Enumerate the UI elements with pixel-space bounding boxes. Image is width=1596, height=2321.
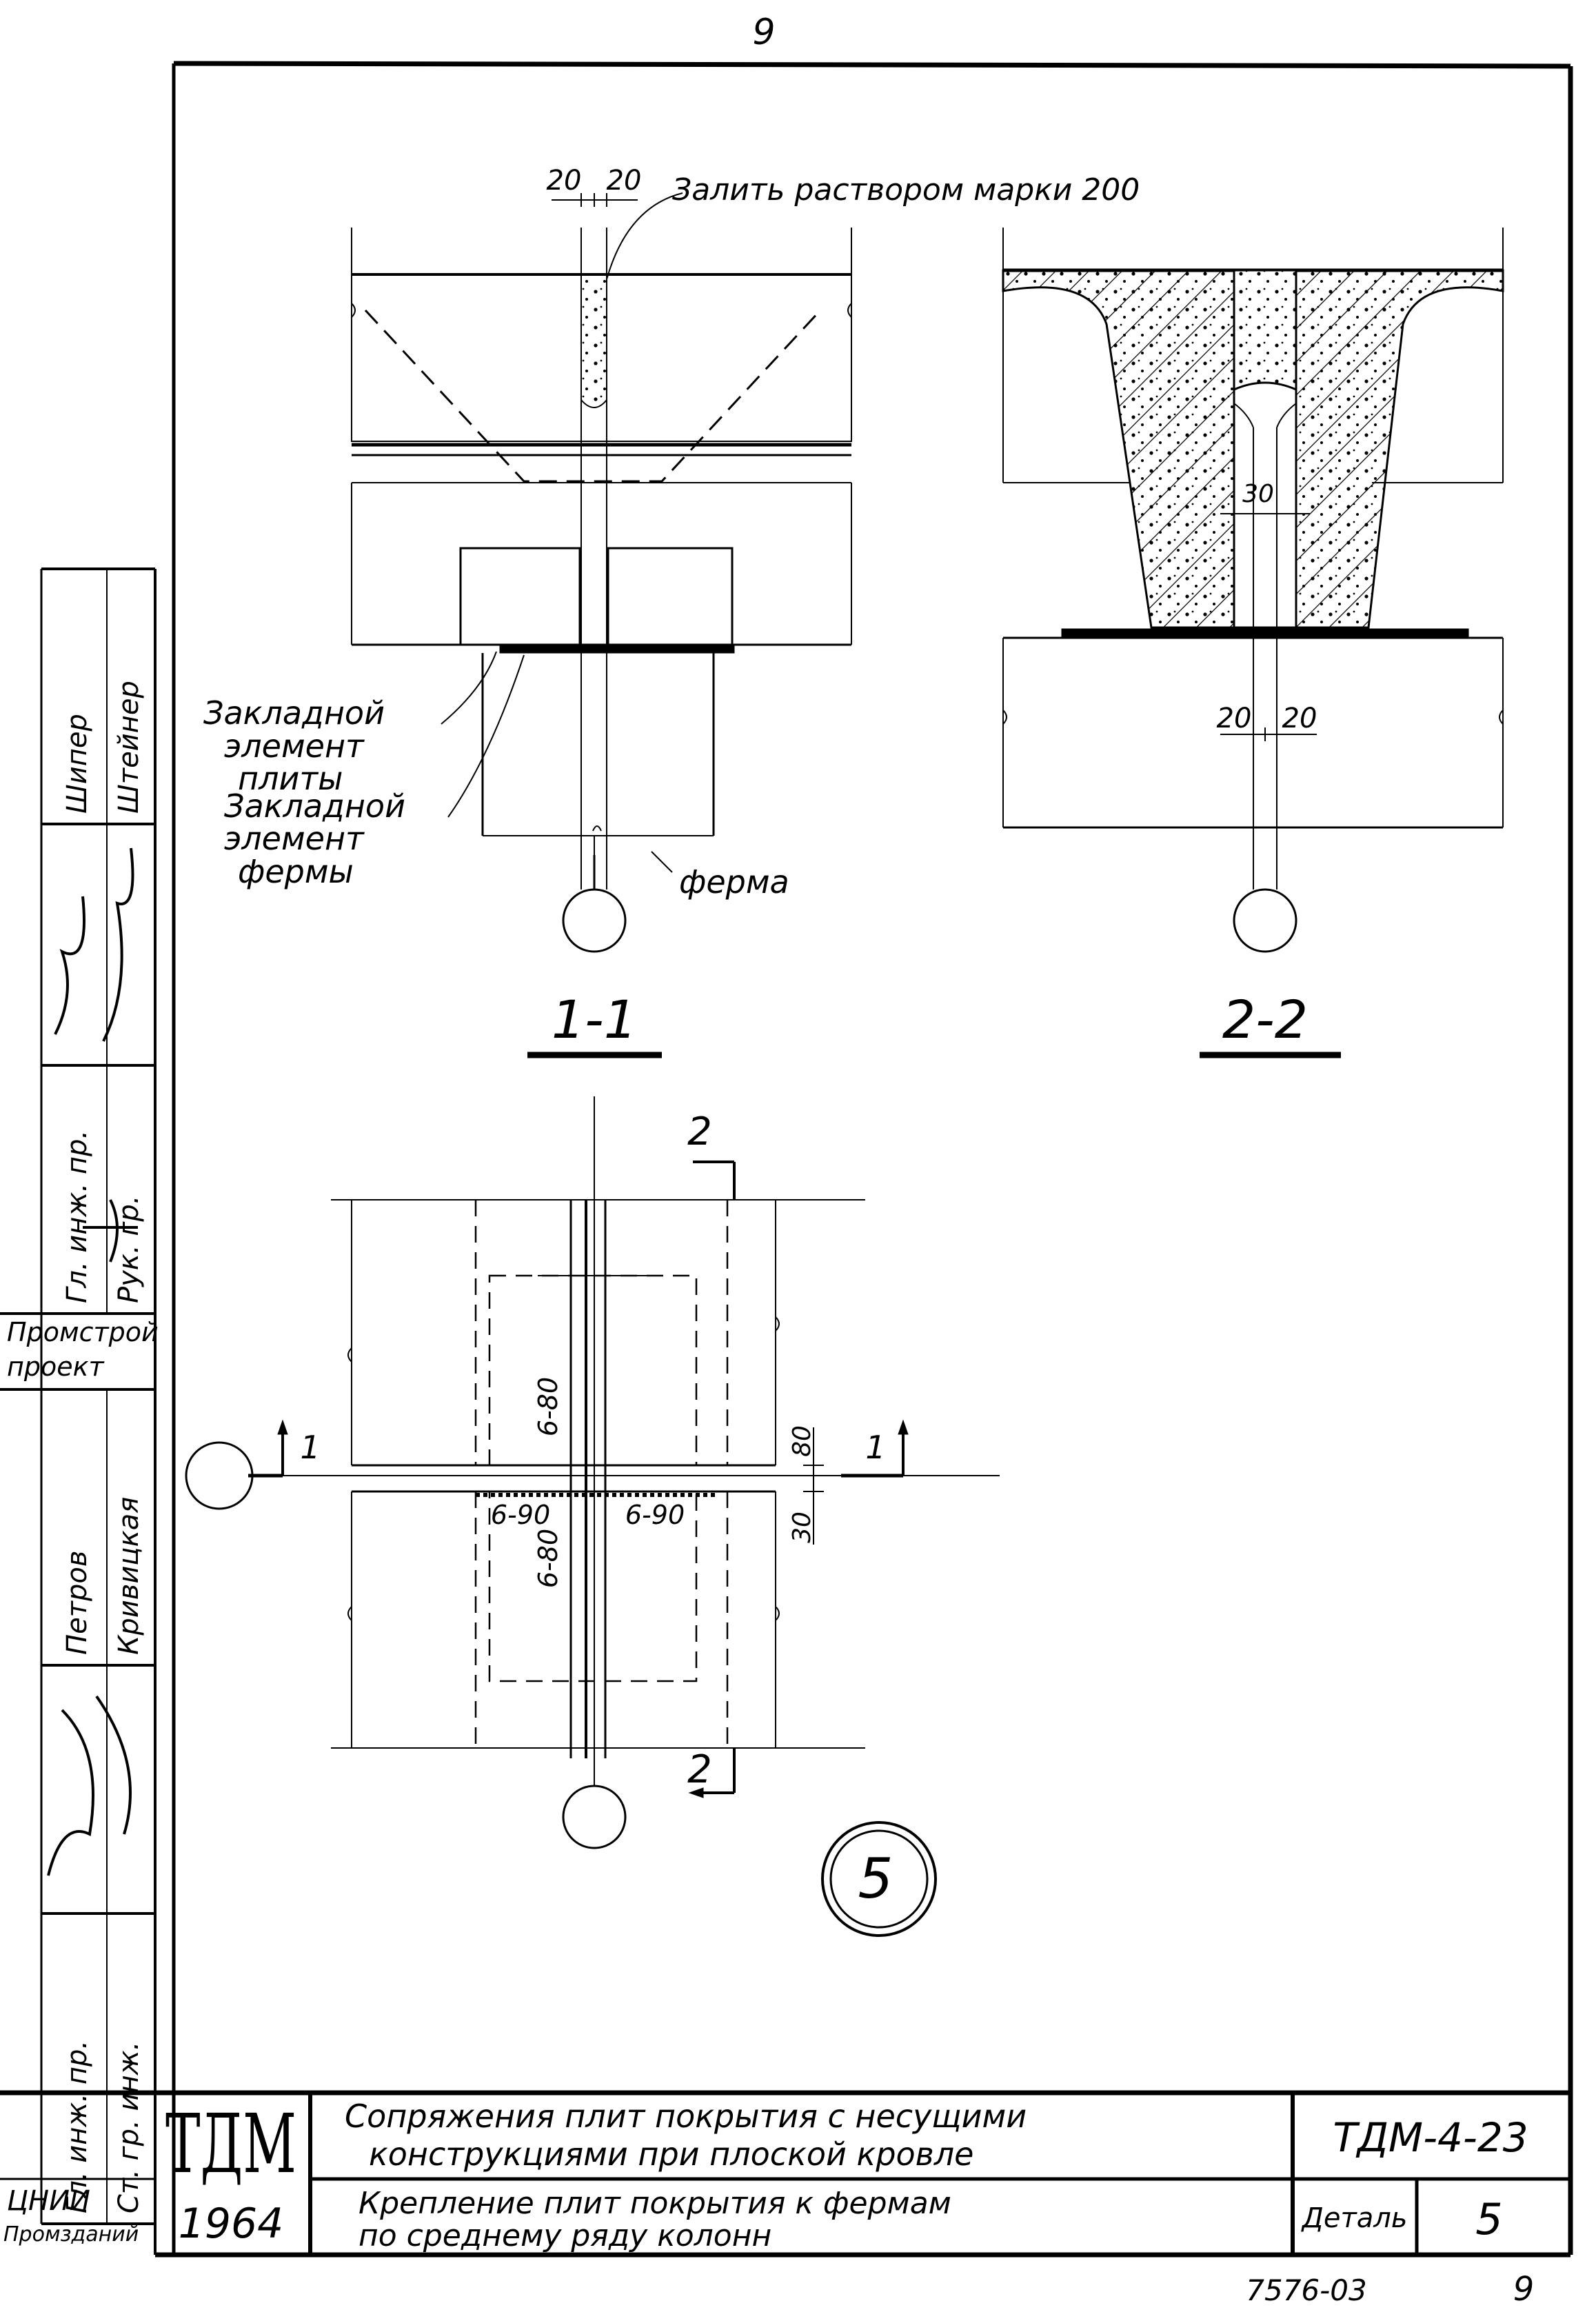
dim-1-1-left: 20 [547, 165, 582, 197]
callout-truss: ферма [679, 863, 789, 901]
section-2-2-label: 2-2 [1222, 989, 1308, 1050]
org-logo: ТДМ [165, 2096, 296, 2191]
callout-truss-embed: Закладной элемент фермы [224, 787, 405, 890]
subtitle-line2: по среднему ряду колонн [358, 2218, 771, 2253]
detail-marker [821, 1821, 937, 1937]
bottom-page-number: 9 [1513, 2270, 1535, 2309]
cut-2-top: 2 [687, 1109, 712, 1154]
weld-right: 6-90 [625, 1500, 685, 1530]
weld-bottom: 6-80 [533, 1529, 563, 1588]
title-line2: конструкциями при плоской кровле [369, 2136, 973, 2173]
detail-number: 5 [1475, 2194, 1502, 2244]
plan-view [185, 1096, 1000, 1849]
subtitle-line1: Крепление плит покрытия к фермам [358, 2186, 951, 2221]
svg-text:фермы: фермы [238, 853, 354, 890]
section-1-1-label: 1-1 [552, 989, 637, 1050]
svg-text:Рук. гр.: Рук. гр. [113, 1195, 145, 1303]
callout-mortar: Залить раствором марки 200 [672, 172, 1140, 208]
page-number: 9 [752, 12, 775, 53]
title-block [0, 2090, 1570, 2255]
dim-1-1-right: 20 [607, 165, 642, 197]
cut-2-bottom: 2 [687, 1747, 712, 1792]
svg-text:Ст. гр. инж.: Ст. гр. инж. [113, 2042, 145, 2213]
org-year: 1964 [179, 2200, 284, 2248]
org-side2: Промзданий [3, 2222, 139, 2247]
detail-marker-number: 5 [858, 1847, 893, 1911]
archive-number: 7576-03 [1246, 2273, 1367, 2307]
svg-text:Закладной: Закладной [203, 694, 385, 732]
weld-left: 6-90 [491, 1500, 550, 1530]
dim-2-2-gap: 30 [1242, 480, 1274, 508]
detail-label: Деталь [1301, 2202, 1408, 2234]
side-stamp-text: Шипер Штейнер Гл. инж. пр. Рук. гр. Петр… [7, 681, 159, 2213]
svg-text:элемент: элемент [224, 820, 365, 857]
svg-text:Промстрой: Промстрой [7, 1317, 159, 1347]
svg-text:плиты: плиты [238, 760, 343, 797]
dim-2-2-right: 20 [1282, 703, 1317, 734]
svg-text:элемент: элемент [224, 727, 365, 765]
org-side: ЦНИИ [7, 2185, 90, 2217]
svg-text:Шипер: Шипер [61, 714, 93, 814]
title-line1: Сопряжения плит покрытия с несущими [345, 2098, 1027, 2135]
cut-1-left: 1 [300, 1429, 320, 1466]
svg-text:проект: проект [7, 1352, 105, 1382]
svg-text:Петров: Петров [61, 1551, 93, 1655]
svg-text:Гл. инж. пр.: Гл. инж. пр. [61, 1130, 93, 1303]
side-stamp [0, 567, 156, 2255]
section-1-1 [351, 192, 852, 953]
svg-text:Закладной: Закладной [224, 787, 405, 825]
cut-1-right: 1 [865, 1429, 885, 1466]
dim-80: 80 [788, 1425, 816, 1457]
dim-30: 30 [788, 1511, 816, 1543]
weld-top: 6-80 [533, 1377, 563, 1436]
signatures [47, 847, 138, 1876]
svg-text:Кривицкая: Кривицкая [113, 1497, 145, 1655]
dim-2-2-left: 20 [1217, 703, 1252, 734]
svg-text:Штейнер: Штейнер [113, 681, 145, 814]
section-2-2 [1002, 228, 1504, 953]
sheet-frame [155, 61, 1573, 2258]
svg-text:Гл. инж. пр.: Гл. инж. пр. [61, 2040, 93, 2213]
callout-plate-embed: Закладной элемент плиты [203, 694, 385, 797]
drawing-code: ТДМ-4-23 [1333, 2114, 1528, 2161]
